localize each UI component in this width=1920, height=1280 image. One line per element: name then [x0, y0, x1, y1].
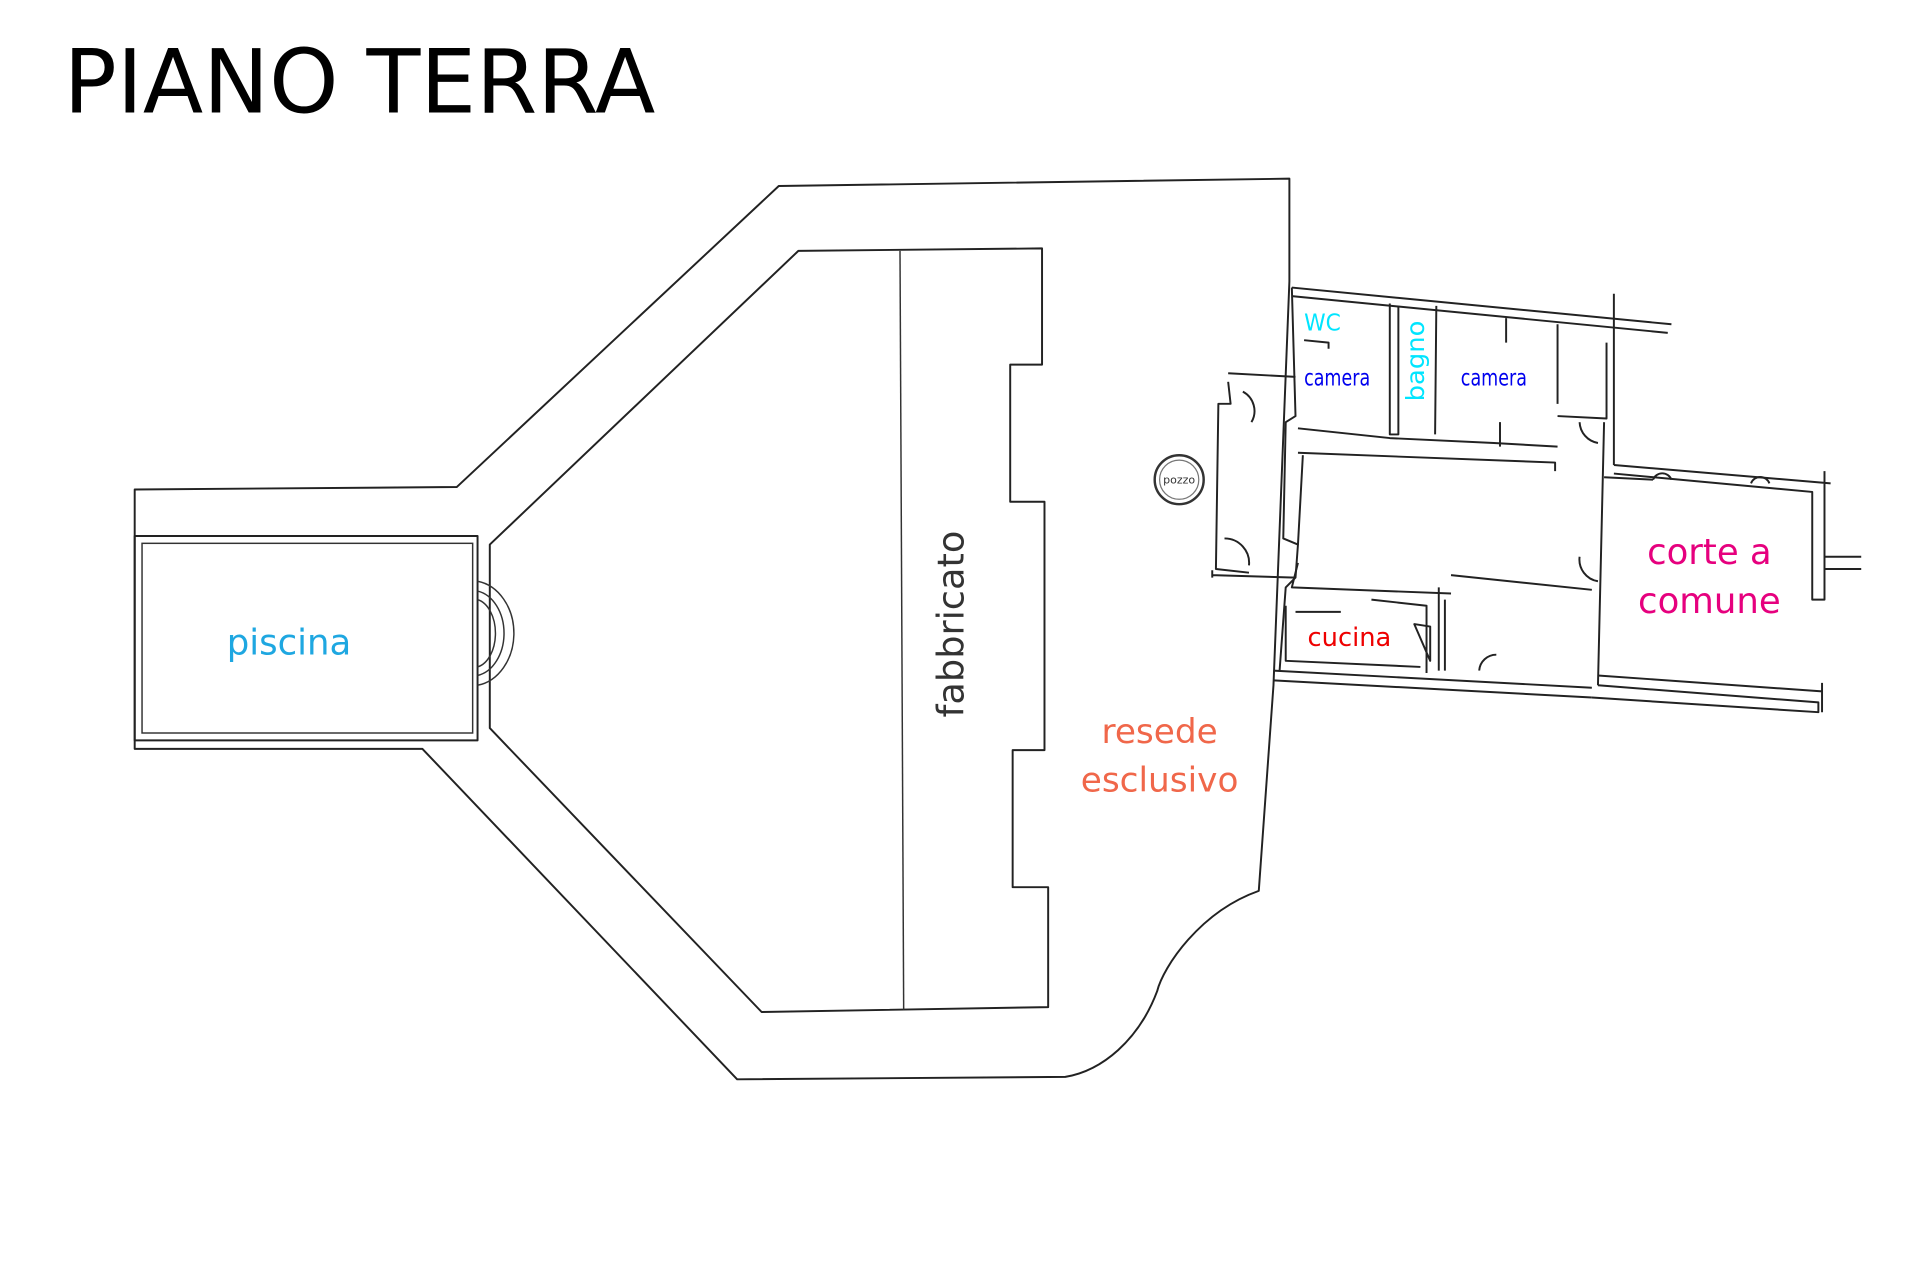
- label-corte-line2: comune: [1638, 581, 1781, 622]
- fabbricato-outline: [488, 247, 1050, 1013]
- label-piscina: piscina: [227, 623, 352, 664]
- label-camera-2: camera: [1461, 364, 1527, 391]
- label-wc: WC: [1304, 309, 1341, 336]
- label-corte-line1: corte a: [1647, 532, 1772, 573]
- label-camera-1: camera: [1304, 364, 1370, 391]
- label-cucina: cucina: [1308, 623, 1392, 653]
- pozzo-well-icon: [1153, 453, 1205, 506]
- label-resede-line1: resede: [1101, 712, 1217, 752]
- label-pozzo: pozzo: [1163, 473, 1195, 486]
- pool-steps: [477, 580, 515, 686]
- pozzo-inner-ring: [1158, 459, 1200, 500]
- pool-outer: [133, 535, 479, 742]
- property-boundary: [133, 177, 1291, 1081]
- fabbricato-divider: [899, 250, 905, 1010]
- pool-inner: [141, 542, 474, 734]
- page-title: PIANO TERRA: [64, 31, 656, 134]
- label-fabbricato: fabbricato: [930, 531, 973, 718]
- label-bagno: bagno: [1401, 321, 1430, 402]
- label-resede-line2: esclusivo: [1081, 761, 1239, 801]
- house-walls: [1211, 286, 1862, 714]
